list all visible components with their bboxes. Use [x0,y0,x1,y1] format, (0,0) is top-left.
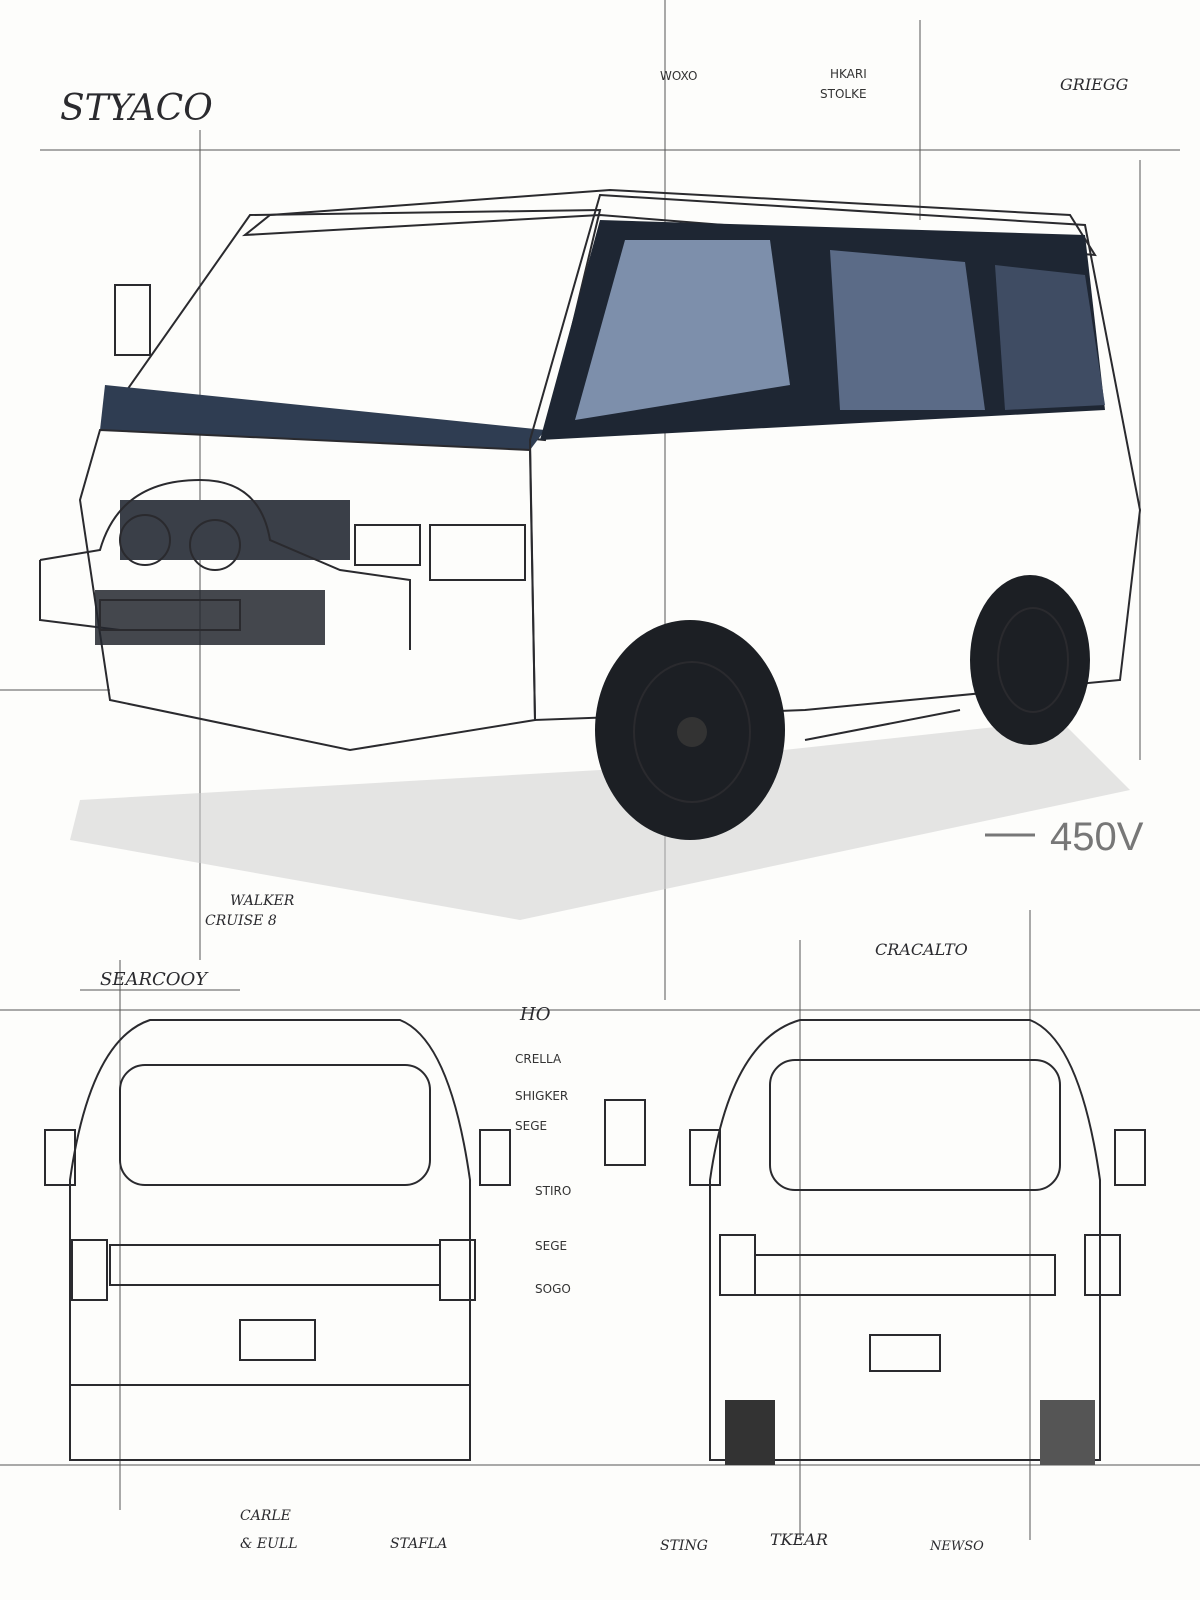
headlight-corner [429,524,526,581]
mirror-left [689,1129,721,1186]
rear-view-title: SEARCOOY [100,969,209,990]
van-rear-view-alt [604,1019,1146,1465]
footer-note: STING [660,1538,708,1554]
footer-note: TKEAR [770,1530,828,1549]
side-mirror [114,284,151,356]
part-label: SEGE [515,1119,547,1133]
footer-note: & EULL [240,1536,298,1552]
ground-shadow [70,720,1130,920]
mirror-right [1114,1129,1146,1186]
header-note-left: WOXO [660,69,697,83]
part-label: SEGE [535,1239,567,1253]
height-label: HO [519,1004,551,1025]
header-note-right: GRIEGG [1060,75,1129,94]
footer-note: NEWSO [929,1539,984,1554]
footer-note: CARLE [240,1508,291,1524]
lower-note-1: WALKER [230,893,295,909]
rear-plate [869,1334,941,1372]
rear-body-outline [69,1019,471,1461]
rear-plate [239,1319,316,1361]
license-plate [99,599,241,631]
van-rear-view [44,1019,511,1461]
mirror-left [44,1129,76,1186]
part-label: STIRO [535,1184,571,1198]
rear-window [769,1059,1061,1191]
tail-light-left [71,1239,108,1301]
front-wheel [595,620,785,840]
sketch-title: STYACO [60,88,213,129]
fog-light-right [189,519,241,571]
rear-body-outline [709,1019,1101,1461]
rear-window [119,1064,431,1186]
front-door-window [575,240,790,420]
tail-light-left [719,1234,756,1296]
model-number: 450V [1050,815,1144,859]
windshield [118,208,602,442]
side-step [804,709,961,741]
bull-bar [39,478,411,650]
front-bumper [95,590,325,645]
header-note-center-1: HKARI [830,67,867,81]
rear-tire-right [1040,1400,1095,1465]
fog-light-left [119,514,171,566]
lower-note-2: CRUISE 8 [205,913,277,929]
side-window-2 [995,265,1105,410]
side-window-1 [830,250,985,410]
side-rear-title: CRACALTO [875,940,968,959]
headlight-right [354,524,421,566]
rear-wheel [970,575,1090,745]
rear-bumper [69,1384,471,1461]
van-roof [241,188,1097,257]
mirror-right [479,1129,511,1186]
header-note-center-2: STOLKE [820,87,867,101]
rear-tailgate-band [109,1244,441,1286]
side-profile-detail [604,1099,646,1166]
part-label: SOGO [535,1282,571,1296]
tail-light-right [1084,1234,1121,1296]
front-upper-panel [100,385,545,450]
tail-light-right [439,1239,476,1301]
rear-tire-left [725,1400,775,1465]
van-perspective-view [39,188,1142,920]
van-front-body [78,428,537,752]
part-label: SHIGKER [515,1089,568,1103]
footer-note: STAFLA [390,1536,447,1552]
part-label: CRELLA [515,1052,562,1066]
